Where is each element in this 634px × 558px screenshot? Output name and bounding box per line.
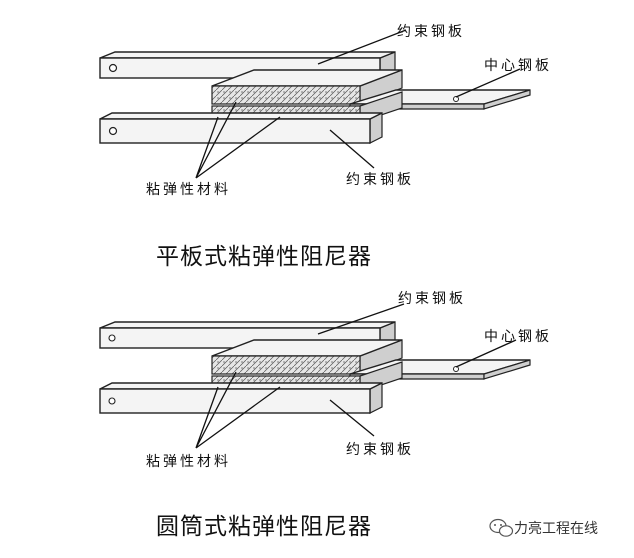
leader-bottom-plate — [329, 399, 375, 437]
bottom-constraint-plate — [99, 382, 383, 414]
label-constraint-bottom: 约束钢板 — [346, 442, 414, 458]
leader-top-plate — [317, 303, 405, 335]
leader-center-plate — [455, 339, 517, 368]
bolt-hole-icon — [108, 63, 118, 73]
label-constraint-top: 约束钢板 — [397, 24, 465, 40]
leader-center-plate — [455, 68, 521, 98]
caption-plate-damper: 平板式粘弹性阻尼器 — [156, 244, 372, 270]
wechat-icon — [489, 518, 514, 537]
leader-bottom-plate — [329, 129, 375, 169]
bolt-hole-icon — [108, 397, 116, 405]
upper-viscoelastic-layer — [211, 339, 403, 375]
upper-viscoelastic-layer — [211, 69, 403, 105]
diagram-plate-damper: 约束钢板 中心钢板 粘弹性材料 约束钢板 平板式粘弹性阻尼器 — [99, 24, 552, 270]
bolt-hole-icon — [453, 96, 459, 102]
leader-viscoelastic — [195, 371, 281, 449]
watermark: 力亮工程在线 — [489, 518, 598, 537]
diagram-cylinder-damper: 约束钢板 中心钢板 粘弹性材料 约束钢板 圆筒式粘弹性阻尼器 — [99, 291, 552, 540]
label-constraint-top: 约束钢板 — [398, 291, 466, 307]
bolt-hole-icon — [108, 334, 116, 342]
bottom-constraint-plate — [99, 112, 383, 144]
label-viscoelastic: 粘弹性材料 — [146, 454, 231, 470]
label-center-plate: 中心钢板 — [484, 58, 552, 74]
bolt-hole-icon — [453, 366, 459, 372]
caption-cylinder-damper: 圆筒式粘弹性阻尼器 — [156, 514, 372, 540]
watermark-text: 力亮工程在线 — [514, 520, 598, 537]
bolt-hole-icon — [108, 126, 118, 136]
label-constraint-bottom: 约束钢板 — [346, 172, 414, 188]
label-center-plate: 中心钢板 — [484, 329, 552, 345]
leader-top-plate — [317, 29, 407, 65]
label-viscoelastic: 粘弹性材料 — [146, 182, 231, 198]
leader-viscoelastic — [195, 101, 281, 179]
